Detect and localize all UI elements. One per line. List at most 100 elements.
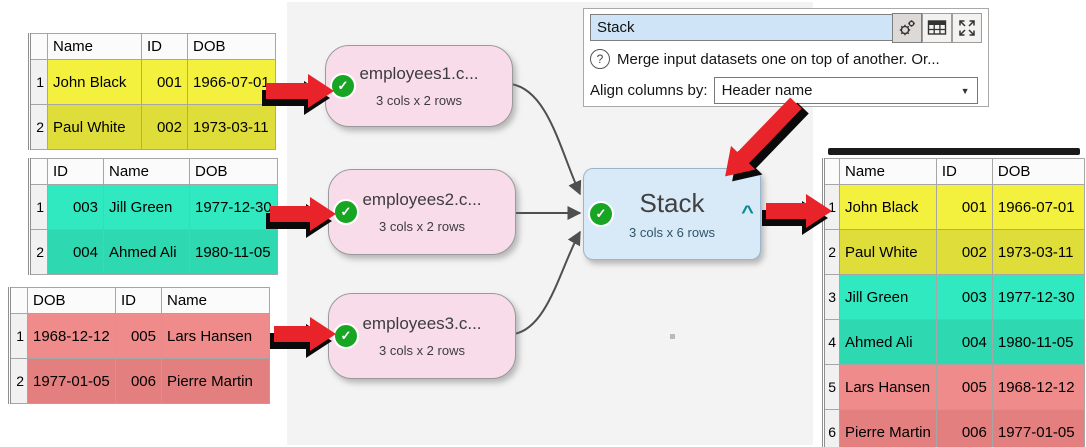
cell: John Black <box>47 59 142 105</box>
table-row: 2 Paul White 002 1973-03-11 <box>823 229 1085 275</box>
node-meta: 3 cols x 2 rows <box>376 93 462 108</box>
table-icon <box>927 20 947 35</box>
align-columns-label: Align columns by: <box>590 82 708 99</box>
column-header: ID <box>115 287 162 314</box>
check-ok-icon: ✓ <box>588 201 614 227</box>
node-meta: 3 cols x 2 rows <box>379 219 465 234</box>
cell: Pierre Martin <box>161 358 270 404</box>
cell: 1973-03-11 <box>187 104 276 150</box>
cell: 1980-11-05 <box>189 229 278 275</box>
node-title: employees2.c... <box>362 190 482 209</box>
node-employees1[interactable]: ✓ employees1.c... 3 cols x 2 rows <box>325 45 513 127</box>
row-number: 6 <box>823 409 840 447</box>
align-columns-select[interactable]: Header name ▼ <box>713 77 978 104</box>
row-number: 2 <box>9 358 28 404</box>
node-title: Stack <box>639 188 705 218</box>
cell: 1973-03-11 <box>991 229 1085 275</box>
expand-button[interactable] <box>952 13 982 43</box>
cell: 004 <box>935 319 993 365</box>
properties-panel: ? Merge input datasets one on top of ano… <box>583 8 989 107</box>
check-ok-icon: ✓ <box>333 323 359 349</box>
row-number: 5 <box>823 364 840 410</box>
table-row: 1 John Black 001 1966-07-01 <box>823 184 1085 230</box>
collapse-caret-icon[interactable]: ^ <box>741 200 754 223</box>
cell: Ahmed Ali <box>103 229 190 275</box>
row-number: 4 <box>823 319 840 365</box>
column-header: Name <box>47 33 142 60</box>
table-row: 2 Paul White 002 1973-03-11 <box>29 104 276 150</box>
cell: 1977-01-05 <box>27 358 116 404</box>
input-table-3: DOB ID Name 1 1968-12-12 005 Lars Hansen… <box>8 287 270 404</box>
row-number: 2 <box>29 229 48 275</box>
align-columns-value: Header name <box>721 82 813 99</box>
column-header: DOB <box>27 287 116 314</box>
table-view-button[interactable] <box>922 13 952 43</box>
cell: 1966-07-01 <box>187 59 276 105</box>
cell: 003 <box>47 184 104 230</box>
cell: 001 <box>141 59 188 105</box>
corner-cell <box>9 287 28 314</box>
cell: Lars Hansen <box>839 364 937 410</box>
column-header: DOB <box>187 33 276 60</box>
cell: John Black <box>839 184 937 230</box>
row-number: 2 <box>29 104 48 150</box>
help-icon[interactable]: ? <box>590 49 610 69</box>
cell: 1980-11-05 <box>991 319 1085 365</box>
torn-edge <box>828 148 1080 155</box>
row-number: 1 <box>823 184 840 230</box>
table-row: 1 1968-12-12 005 Lars Hansen <box>9 313 270 359</box>
cell: Ahmed Ali <box>839 319 937 365</box>
cell: Jill Green <box>839 274 937 320</box>
check-ok-icon: ✓ <box>333 199 359 225</box>
row-number: 3 <box>823 274 840 320</box>
cell: 006 <box>935 409 993 447</box>
node-name-input[interactable] <box>590 14 898 41</box>
table-row: 4 Ahmed Ali 004 1980-11-05 <box>823 319 1085 365</box>
cell: 1968-12-12 <box>27 313 116 359</box>
cell: Lars Hansen <box>161 313 270 359</box>
column-header: DOB <box>991 158 1085 185</box>
table-row: 2 1977-01-05 006 Pierre Martin <box>9 358 270 404</box>
cell: 003 <box>935 274 993 320</box>
node-meta: 3 cols x 6 rows <box>629 225 715 240</box>
cell: 006 <box>115 358 162 404</box>
node-stack[interactable]: ✓ Stack 3 cols x 6 rows ^ <box>583 168 761 260</box>
expand-arrows-icon <box>959 20 975 36</box>
table-row: 2 004 Ahmed Ali 1980-11-05 <box>29 229 278 275</box>
column-header: Name <box>161 287 270 314</box>
table-row: 3 Jill Green 003 1977-12-30 <box>823 274 1085 320</box>
cell: 005 <box>935 364 993 410</box>
row-number: 1 <box>29 184 48 230</box>
node-title: employees3.c... <box>362 314 482 333</box>
cell: 1977-01-05 <box>991 409 1085 447</box>
cell: 005 <box>115 313 162 359</box>
table-row: 1 003 Jill Green 1977-12-30 <box>29 184 278 230</box>
cell: 1966-07-01 <box>991 184 1085 230</box>
cell: Jill Green <box>103 184 190 230</box>
input-table-1: Name ID DOB 1 John Black 001 1966-07-01 … <box>28 33 276 150</box>
table-row: 6 Pierre Martin 006 1977-01-05 <box>823 409 1085 447</box>
gear-icon <box>899 20 915 36</box>
cell: 002 <box>935 229 993 275</box>
cell: Paul White <box>839 229 937 275</box>
table-row: 1 John Black 001 1966-07-01 <box>29 59 276 105</box>
row-number: 2 <box>823 229 840 275</box>
cell: 1968-12-12 <box>991 364 1085 410</box>
column-header: ID <box>935 158 993 185</box>
node-description: Merge input datasets one on top of anoth… <box>617 50 940 68</box>
column-header: ID <box>47 158 104 185</box>
corner-cell <box>823 158 840 185</box>
cell: Paul White <box>47 104 142 150</box>
row-number: 1 <box>9 313 28 359</box>
input-table-2: ID Name DOB 1 003 Jill Green 1977-12-30 … <box>28 158 278 275</box>
table-row: 5 Lars Hansen 005 1968-12-12 <box>823 364 1085 410</box>
cell: 004 <box>47 229 104 275</box>
dropdown-arrow-icon: ▼ <box>960 85 970 96</box>
node-employees2[interactable]: ✓ employees2.c... 3 cols x 2 rows <box>328 169 516 255</box>
settings-button[interactable] <box>892 13 922 43</box>
node-employees3[interactable]: ✓ employees3.c... 3 cols x 2 rows <box>328 293 516 379</box>
cell: Pierre Martin <box>839 409 937 447</box>
corner-cell <box>29 33 48 60</box>
node-title: employees1.c... <box>359 64 479 83</box>
